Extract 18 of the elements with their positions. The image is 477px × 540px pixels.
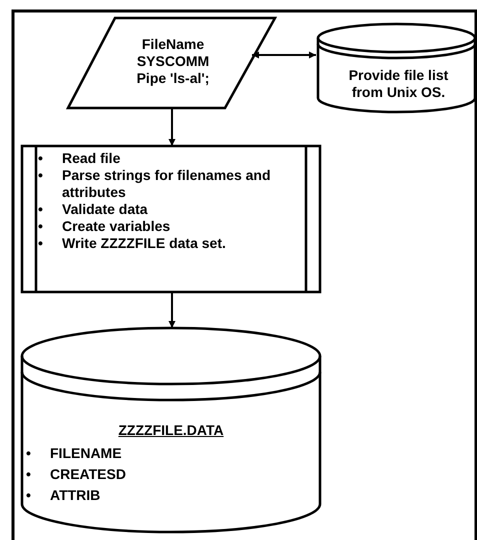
dataset-title: ZZZZFILE.DATA [117,422,225,439]
database-cylinder [20,326,322,534]
input-parallelogram [66,16,278,110]
database-cylinder [316,22,476,114]
list-item: • Parse strings for filenames and attributes [38,167,272,201]
arrow [168,108,176,146]
list-item: • Write ZZZZFILE data set. [38,235,227,252]
list-item: • ATTRIB [26,486,102,505]
input-label: FileName SYSCOMM Pipe 'ls-al'; [136,36,210,87]
process-box [20,144,322,294]
arrow [252,52,316,58]
list-item: • FILENAME [26,444,123,463]
list-item: • CREATESD [26,465,126,484]
list-item: • Read file [38,150,122,167]
storage-label: Provide file list from Unix OS. [348,67,450,101]
list-item: • Validate data [38,201,149,218]
arrow [168,292,176,328]
list-item: • Create variables [38,218,172,235]
